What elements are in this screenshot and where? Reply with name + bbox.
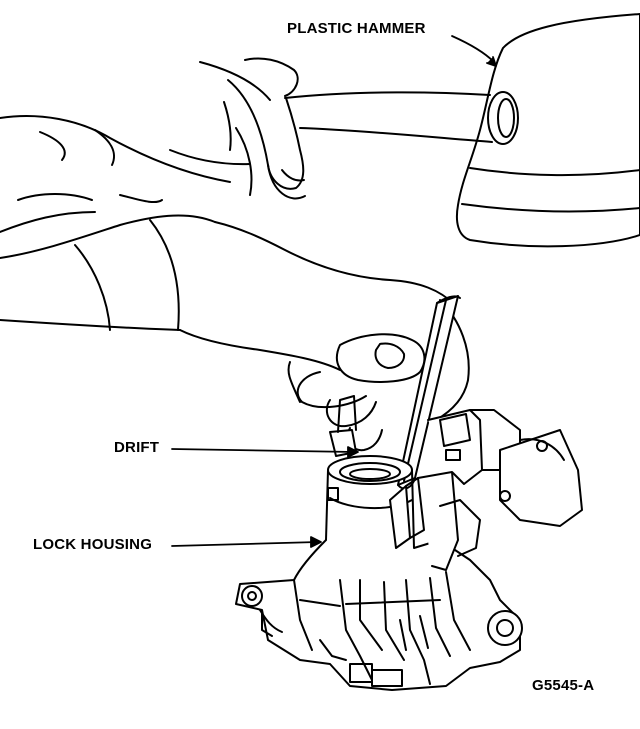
hammer-handle (285, 92, 492, 142)
leader-lock-housing (172, 542, 318, 546)
hammer-head (457, 14, 640, 246)
lower-sleeve (0, 216, 215, 330)
lock-housing (236, 396, 582, 690)
mount-ear-right (488, 611, 522, 645)
leader-hammer (452, 36, 494, 62)
plastic-hammer-label: PLASTIC HAMMER (287, 20, 426, 37)
lower-hand (0, 216, 469, 451)
upper-hand (0, 58, 305, 232)
upper-sleeve (0, 116, 230, 232)
plastic-hammer (285, 14, 640, 246)
drift-label: DRIFT (114, 439, 160, 456)
lock-housing-label: LOCK HOUSING (33, 536, 153, 553)
leader-drift (172, 449, 355, 452)
hammer-collar (488, 92, 518, 144)
mount-ear-left (242, 586, 262, 606)
figure-id-label: G5545-A (532, 677, 595, 694)
leader-lines (172, 36, 496, 547)
